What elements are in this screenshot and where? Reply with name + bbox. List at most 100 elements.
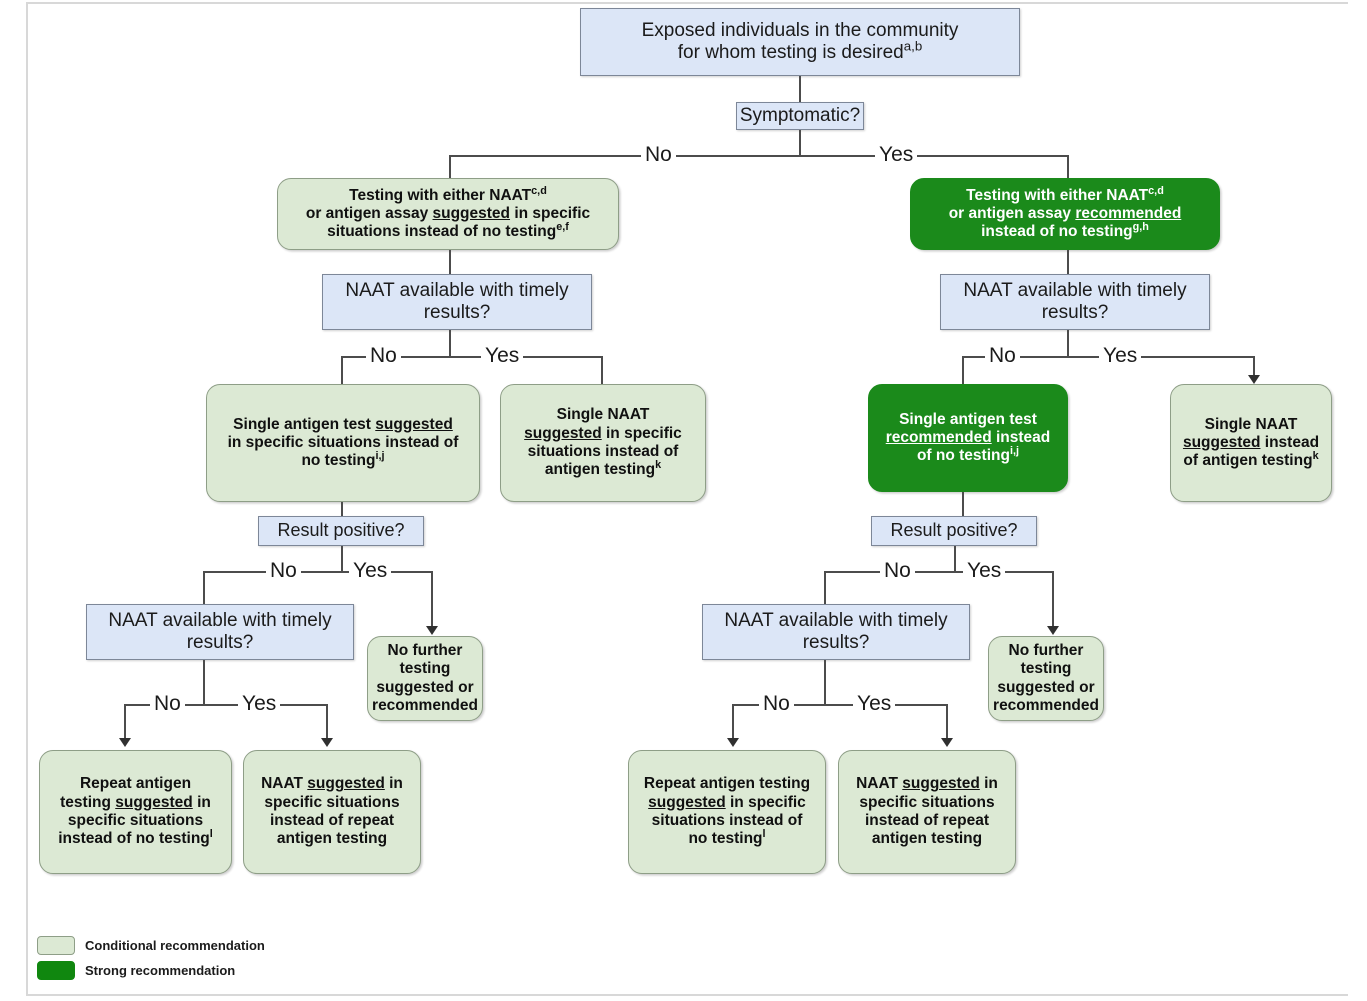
node-left-naat-available: NAAT available with timely results?: [322, 274, 592, 330]
edge-label-right-naat-yes: Yes: [1099, 345, 1142, 366]
line-left-antigen-down: [341, 502, 343, 516]
edge-label-right-naat-no: No: [985, 345, 1020, 366]
legend-label-strong: Strong recommendation: [85, 963, 236, 978]
line-bus-right-drop: [1067, 155, 1069, 178]
left-no-further-text: No further testing suggested or recommen…: [372, 641, 478, 714]
arrow-left-naat2-yes: [321, 738, 333, 747]
node-right-repeat-antigen: Repeat antigen testing suggested in spec…: [628, 750, 826, 874]
right-no-further-text: No further testing suggested or recommen…: [993, 641, 1099, 714]
arrow-left-result-yes: [426, 626, 438, 635]
edge-label-right-result-no: No: [880, 560, 915, 581]
node-root: Exposed individuals in the community for…: [580, 8, 1020, 76]
bus-symptomatic: [449, 155, 1069, 157]
bus-right-result: [824, 571, 1054, 573]
root-line2: for whom testing is desireda,b: [677, 38, 923, 63]
right-naat-avail2-line1: NAAT available with timely: [724, 609, 948, 631]
line-left-naat-left-drop: [341, 356, 343, 384]
left-naat-avail-line1: NAAT available with timely: [345, 279, 569, 301]
right-naat-avail-line1: NAAT available with timely: [963, 279, 1187, 301]
root-line1: Exposed individuals in the community: [641, 19, 959, 41]
left-single-naat-text: Single NAAT suggested in specific situat…: [524, 406, 682, 479]
node-right-no-further-testing: No further testing suggested or recommen…: [988, 636, 1104, 721]
line-right-naat2-right-drop: [946, 704, 948, 738]
right-single-antigen-text: Single antigen test recommended instead …: [885, 410, 1051, 465]
edge-label-right-naat2-yes: Yes: [853, 693, 896, 714]
node-right-naat-available: NAAT available with timely results?: [940, 274, 1210, 330]
edge-label-left-naat2-yes: Yes: [238, 693, 281, 714]
line-right-naat-right-drop: [1253, 356, 1255, 376]
line-root-to-symptomatic: [799, 76, 801, 102]
node-left-testing: Testing with either NAATc,d or antigen a…: [277, 178, 619, 250]
line-right-result-right-drop: [1052, 571, 1054, 626]
line-left-naat2-right-drop: [326, 704, 328, 738]
left-single-antigen-text: Single antigen test suggested in specifi…: [227, 415, 459, 470]
line-left-naat2-left-drop: [124, 704, 126, 738]
edge-label-symptomatic-yes: Yes: [875, 144, 918, 165]
right-testing-line1: Testing with either NAATc,d: [966, 184, 1164, 204]
right-single-naat-text: Single NAAT suggested instead of antigen…: [1182, 415, 1320, 470]
line-left-naat-right-drop: [601, 356, 603, 384]
node-right-single-naat: Single NAAT suggested instead of antigen…: [1170, 384, 1332, 502]
top-frame-line: [26, 2, 1348, 4]
edge-label-left-naat2-no: No: [150, 693, 185, 714]
bus-left-naat2: [124, 704, 328, 706]
legend-label-conditional: Conditional recommendation: [85, 938, 265, 953]
line-right-testing-down: [1067, 250, 1069, 274]
line-left-result-right-drop: [431, 571, 433, 626]
bus-left-result: [203, 571, 433, 573]
node-right-single-antigen: Single antigen test recommended instead …: [868, 384, 1068, 492]
bus-right-naat2: [732, 704, 948, 706]
edge-label-left-naat-no: No: [366, 345, 401, 366]
line-right-naat2-down: [824, 660, 826, 705]
left-testing-line2: or antigen assay suggested in specific: [305, 204, 591, 222]
edge-label-left-naat-yes: Yes: [481, 345, 524, 366]
line-left-result-left-drop: [203, 571, 205, 604]
line-right-naat-left-drop: [962, 356, 964, 384]
line-left-result-down: [341, 546, 343, 572]
left-naat-avail-line2: results?: [423, 302, 491, 323]
right-result-positive-label: Result positive?: [890, 520, 1018, 541]
arrow-right-naat2-yes: [941, 738, 953, 747]
node-left-repeat-antigen: Repeat antigen testing suggested in spec…: [39, 750, 232, 874]
line-right-naat2-left-drop: [732, 704, 734, 738]
left-naat-repeat-text: NAAT suggested in specific situations in…: [261, 775, 403, 848]
edge-label-left-result-no: No: [266, 560, 301, 581]
node-left-naat-available-2: NAAT available with timely results?: [86, 604, 354, 660]
arrow-right-naat2-no: [727, 738, 739, 747]
left-frame-line: [26, 2, 28, 996]
legend-swatch-strong: [37, 961, 75, 980]
right-naat-avail2-line2: results?: [802, 632, 870, 653]
root-sup: a,b: [903, 38, 923, 54]
node-right-testing: Testing with either NAATc,d or antigen a…: [910, 178, 1220, 250]
node-left-result-positive: Result positive?: [258, 516, 424, 546]
left-testing-line3: situations instead of no testinge,f: [327, 220, 569, 241]
line-symptomatic-down: [799, 130, 801, 156]
left-result-positive-label: Result positive?: [277, 520, 405, 541]
node-left-single-antigen: Single antigen test suggested in specifi…: [206, 384, 480, 502]
node-left-no-further-testing: No further testing suggested or recommen…: [367, 636, 483, 721]
left-testing-line1: Testing with either NAATc,d: [349, 184, 547, 204]
edge-label-symptomatic-no: No: [641, 144, 676, 165]
right-naat-repeat-text: NAAT suggested in specific situations in…: [856, 775, 998, 848]
right-naat-avail-line2: results?: [1041, 302, 1109, 323]
legend-swatch-conditional: [37, 936, 75, 955]
edge-label-right-result-yes: Yes: [963, 560, 1006, 581]
right-repeat-antigen-text: Repeat antigen testing suggested in spec…: [643, 775, 811, 848]
edge-label-right-naat2-no: No: [759, 693, 794, 714]
symptomatic-label: Symptomatic?: [739, 104, 861, 126]
node-left-single-naat: Single NAAT suggested in specific situat…: [500, 384, 706, 502]
line-right-naat-down: [1067, 330, 1069, 357]
left-naat-avail2-line2: results?: [186, 632, 254, 653]
arrow-right-naat-yes: [1248, 375, 1260, 384]
node-right-naat-repeat: NAAT suggested in specific situations in…: [838, 750, 1016, 874]
right-testing-line2: or antigen assay recommended: [948, 204, 1182, 222]
line-left-testing-down: [449, 250, 451, 274]
node-right-result-positive: Result positive?: [871, 516, 1037, 546]
bottom-frame-line: [26, 994, 1348, 996]
line-right-result-left-drop: [824, 571, 826, 604]
line-left-naat-down: [449, 330, 451, 357]
left-naat-avail2-line1: NAAT available with timely: [108, 609, 332, 631]
line-right-antigen-down: [962, 492, 964, 516]
bus-left-naat: [341, 356, 603, 358]
